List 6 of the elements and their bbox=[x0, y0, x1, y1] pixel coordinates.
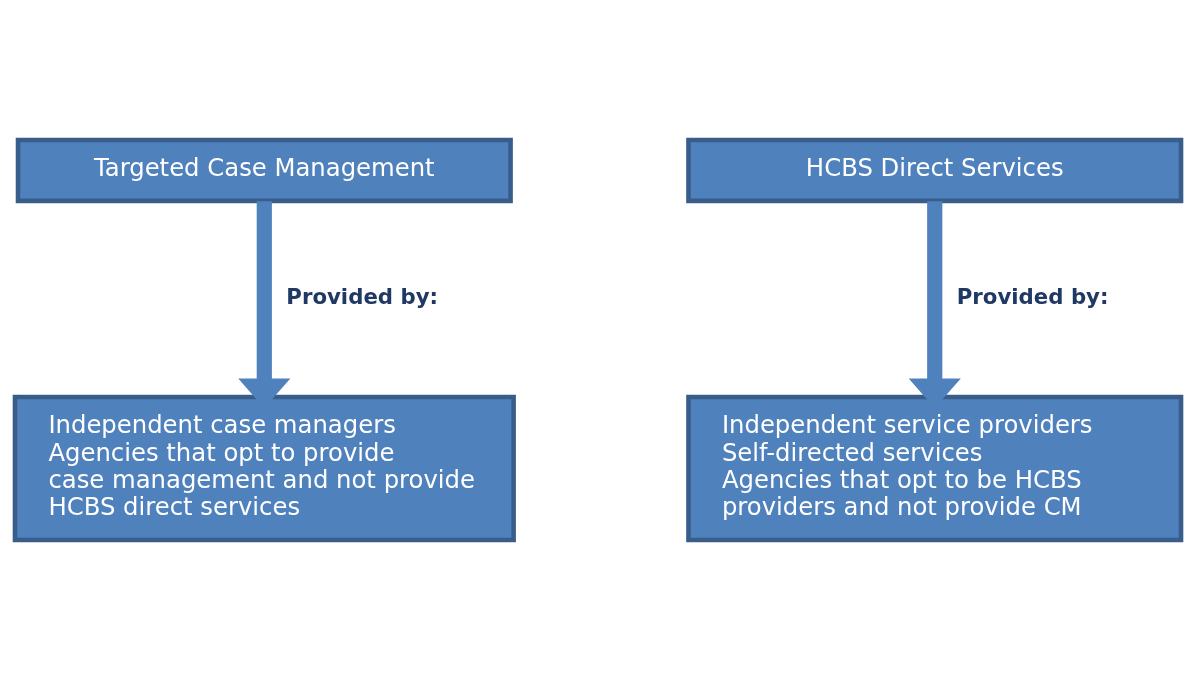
edge-label: Provided by: bbox=[286, 283, 439, 309]
node-box: Targeted Case Management bbox=[15, 137, 513, 204]
node-box: Independent service providers Self-directed services Agencies that opt to be HCBS providers and not provide CM bbox=[686, 394, 1184, 543]
node-box: HCBS Direct Services bbox=[686, 137, 1184, 204]
edge-label: Provided by: bbox=[956, 283, 1109, 309]
node-box: Independent case managers Agencies that opt to provide case management and not provide HCBS direct services bbox=[12, 394, 516, 543]
